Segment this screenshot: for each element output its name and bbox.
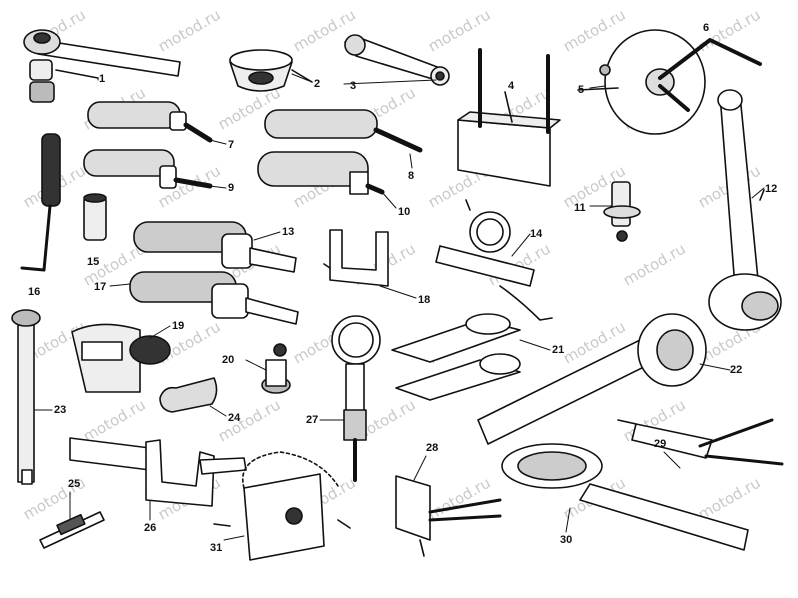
label-27: 27 [306, 414, 319, 426]
leader-lines [33, 73, 765, 541]
tool-19-meter [71, 323, 171, 393]
tool-26-press-frame [69, 437, 247, 507]
tool-9-drift [83, 149, 213, 189]
tool-11-pin [603, 181, 641, 242]
label-11: 11 [574, 202, 586, 214]
label-26: 26 [144, 522, 157, 534]
label-9: 9 [228, 182, 235, 194]
label-7: 7 [228, 139, 235, 151]
label-5: 5 [578, 84, 585, 96]
label-23: 23 [54, 404, 67, 416]
tool-14-dial-gauge [435, 199, 553, 321]
tool-8-drift [264, 109, 423, 153]
tool-31-electrical-box [213, 451, 351, 561]
label-29: 29 [654, 438, 667, 450]
label-19: 19 [172, 320, 185, 332]
label-12: 12 [765, 183, 778, 195]
label-24: 24 [228, 412, 241, 424]
label-22: 22 [730, 364, 743, 376]
tool-21-arms [391, 313, 521, 401]
label-3: 3 [350, 80, 357, 92]
label-8: 8 [408, 170, 415, 182]
label-14: 14 [530, 228, 543, 240]
label-17: 17 [94, 281, 107, 293]
tool-5-6-degree-wheel [577, 29, 762, 135]
tool-27-dial-indicator [331, 315, 381, 482]
tool-3-offset-spanner [344, 34, 450, 86]
tool-12-holding-wrench [708, 89, 782, 331]
tool-4-stud-plate [457, 48, 561, 187]
label-10: 10 [398, 206, 411, 218]
tool-10-drift [257, 151, 385, 195]
tool-25-pin-punch [39, 511, 105, 549]
label-18: 18 [418, 294, 431, 306]
tool-18-bracket [323, 229, 389, 287]
label-1: 1 [99, 73, 106, 85]
tool-24-plug [159, 377, 218, 413]
label-21: 21 [552, 344, 565, 356]
label-2: 2 [314, 78, 321, 90]
label-4: 4 [508, 80, 515, 92]
label-31: 31 [210, 542, 223, 554]
tool-23-long-rod [11, 309, 41, 485]
tool-2-cup-tool [229, 49, 313, 92]
tool-28-fork [395, 475, 502, 557]
tool-15-socket [83, 193, 107, 241]
label-16: 16 [28, 286, 41, 298]
tool-29-bar-puller [617, 418, 784, 466]
label-28: 28 [426, 442, 439, 454]
label-25: 25 [68, 478, 81, 490]
tool-13-puller [133, 221, 297, 273]
tool-1-socket-wrench [23, 29, 181, 103]
tool-17-puller [129, 271, 299, 325]
tool-7-drift [87, 101, 213, 143]
tool-20-small-puller [261, 343, 291, 394]
label-13: 13 [282, 226, 295, 238]
tool-16-screwdriver [20, 133, 61, 272]
label-6: 6 [703, 22, 710, 34]
tool-30-ring-hook [501, 443, 749, 551]
tool-22-ring-spanner [477, 313, 707, 445]
label-20: 20 [222, 354, 235, 366]
label-30: 30 [560, 534, 573, 546]
label-15: 15 [87, 256, 100, 268]
